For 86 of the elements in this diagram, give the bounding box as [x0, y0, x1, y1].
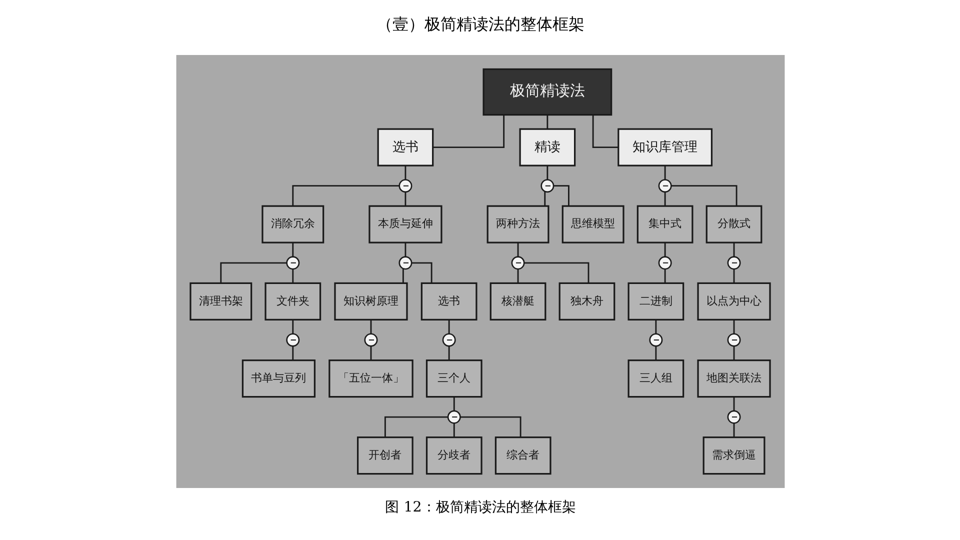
- node-box: 分歧者: [425, 436, 482, 475]
- node-box: 核潜艇: [489, 282, 546, 320]
- node-box: 文件夹: [264, 282, 321, 320]
- node-box: 极简精读法: [482, 68, 612, 116]
- connector: [404, 242, 406, 257]
- connector: [292, 320, 294, 334]
- node-box: 分散式: [705, 205, 762, 244]
- node-box: 以点为中心: [696, 282, 770, 320]
- node-box: 独木舟: [558, 282, 615, 320]
- connector: [432, 115, 504, 148]
- node-circle: [398, 179, 412, 193]
- connector: [292, 346, 294, 360]
- node-circle: [286, 333, 300, 347]
- node-circle: [446, 410, 460, 424]
- connector: [732, 242, 734, 257]
- node-box: 地图关联法: [696, 359, 770, 398]
- connector: [404, 166, 406, 180]
- connector: [553, 185, 569, 206]
- connector: [460, 416, 521, 438]
- diagram-title: （壹）极简精读法的整体框架: [376, 14, 584, 34]
- node-circle: [658, 179, 672, 193]
- connector: [404, 192, 406, 206]
- node-circle: [648, 333, 662, 347]
- connector: [370, 346, 372, 360]
- connector: [664, 269, 666, 283]
- connector: [448, 320, 450, 334]
- connector: [524, 262, 589, 284]
- node-circle: [726, 256, 740, 270]
- connector: [292, 185, 399, 206]
- connector: [546, 115, 548, 129]
- node-circle: [442, 333, 456, 347]
- node-circle: [726, 410, 740, 424]
- node-box: 选书: [420, 282, 477, 320]
- connector: [592, 115, 618, 148]
- connector: [670, 185, 737, 206]
- node-box: 需求倒逼: [702, 436, 765, 475]
- connector: [544, 192, 546, 206]
- node-circle: [658, 256, 672, 270]
- node-box: 本质与延伸: [368, 205, 442, 244]
- connector: [292, 269, 294, 283]
- connector: [732, 320, 734, 334]
- connector: [654, 346, 656, 360]
- node-box: 三个人: [425, 359, 482, 398]
- connector: [402, 268, 404, 283]
- cluster: [176, 55, 784, 488]
- node-box: 综合者: [494, 436, 551, 475]
- node-circle: [726, 333, 740, 347]
- connector: [546, 166, 548, 180]
- connector: [448, 346, 450, 360]
- connector: [452, 423, 454, 438]
- connector: [664, 242, 666, 257]
- node-circle: [364, 333, 378, 347]
- connector: [370, 320, 372, 334]
- node-box: 二进制: [627, 282, 684, 320]
- node-circle: [398, 256, 412, 270]
- node-box: 消除冗余: [261, 205, 324, 244]
- node-box: 知识树原理: [334, 282, 408, 320]
- connector: [732, 423, 734, 438]
- connector: [516, 269, 518, 283]
- node-box: 三人组: [627, 359, 684, 398]
- connector: [664, 166, 666, 180]
- node-box: 两种方法: [486, 205, 549, 244]
- connector: [732, 346, 734, 360]
- connector: [411, 262, 432, 284]
- node-circle: [540, 179, 554, 193]
- connector: [384, 416, 448, 438]
- connector: [220, 262, 286, 284]
- node-box: 思维模型: [561, 205, 624, 244]
- node-box: 知识库管理: [617, 128, 712, 166]
- node-circle: [510, 256, 524, 270]
- node-box: 「五位一体」: [328, 359, 413, 398]
- node-box: 书单与豆列: [241, 359, 316, 398]
- caption: 图 12：极简精读法的整体框架: [384, 500, 576, 516]
- connector: [516, 242, 518, 257]
- connector: [452, 396, 454, 411]
- connector: [292, 242, 294, 257]
- node-box: 精读: [518, 128, 576, 166]
- connector: [664, 192, 666, 206]
- node-box: 开创者: [356, 436, 413, 475]
- node-circle: [286, 256, 300, 270]
- connector: [732, 396, 734, 411]
- connector: [732, 269, 734, 283]
- node-box: 清理书架: [189, 282, 252, 320]
- node-box: 选书: [376, 128, 434, 166]
- node-box: 集中式: [636, 205, 693, 244]
- connector: [654, 320, 656, 334]
